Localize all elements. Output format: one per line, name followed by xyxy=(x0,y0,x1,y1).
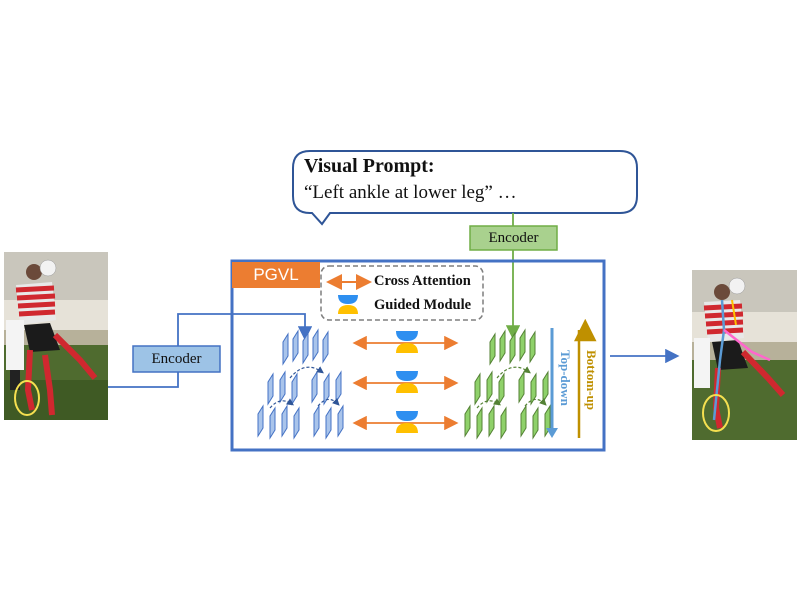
image-encoder-box xyxy=(132,345,221,373)
top-down-label: Top-down xyxy=(558,350,573,406)
legend-guided-module-label: Guided Module xyxy=(374,297,472,313)
image-encoder-label: Encoder xyxy=(151,351,202,367)
text-encoder-box xyxy=(469,225,558,251)
pgvl-label: PGVL xyxy=(232,262,320,288)
output-photo xyxy=(692,270,797,440)
pgvl-frame xyxy=(230,259,606,452)
text-feature-pyramid xyxy=(464,328,551,440)
cross-attention-row-middle xyxy=(352,371,459,393)
cross-attention-row-top xyxy=(352,331,459,353)
legend-cross-attention-label: Cross Attention xyxy=(374,273,471,289)
input-photo xyxy=(4,252,108,420)
visual-prompt-text: “Left ankle at lower leg” … xyxy=(304,182,517,203)
visual-prompt-bubble xyxy=(292,150,638,226)
visual-prompt-title: Visual Prompt: xyxy=(304,155,435,177)
image-feature-pyramid xyxy=(257,328,344,440)
cross-attention-row-bottom xyxy=(352,411,459,433)
bottom-up-label: Bottom-up xyxy=(584,350,599,410)
text-encoder-label: Encoder xyxy=(488,230,539,246)
guided-module-legend-icon xyxy=(338,295,358,314)
